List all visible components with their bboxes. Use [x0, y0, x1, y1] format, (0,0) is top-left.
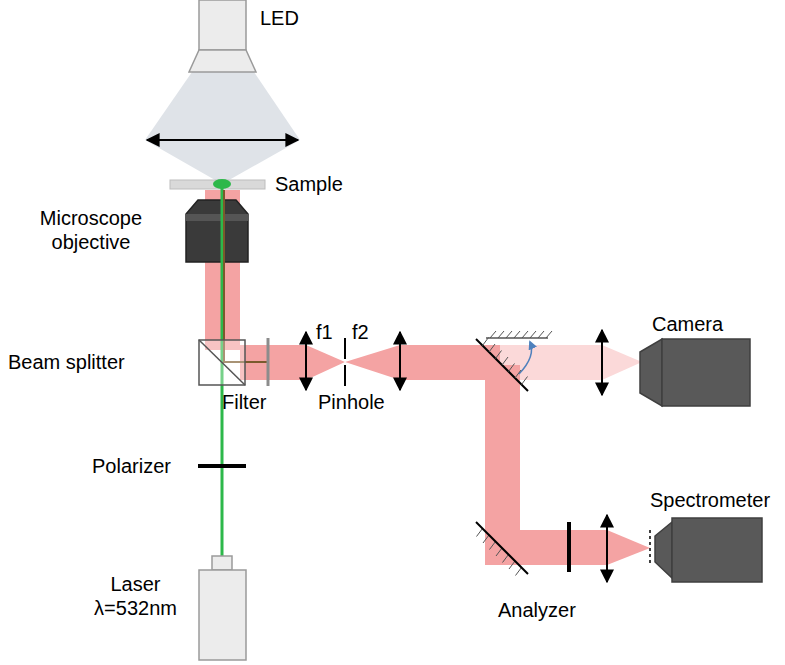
flip-mirror: [476, 339, 528, 391]
raman-beam: [607, 530, 650, 565]
hatch-stroke: [477, 529, 483, 537]
part-label: Microscope objective: [6, 206, 176, 254]
hatch-stroke: [514, 331, 520, 338]
hatch-stroke: [506, 331, 512, 338]
focal-label: f1: [316, 320, 333, 344]
camera-front: [640, 339, 662, 406]
hatch-stroke: [509, 364, 515, 372]
part-label: Camera: [652, 312, 723, 336]
collected-line: [224, 190, 268, 362]
hatch-stroke: [483, 535, 489, 543]
fold-mirror: [476, 522, 528, 574]
hatch-stroke: [509, 561, 515, 569]
hatch-stroke: [490, 331, 496, 338]
sample-slide: [170, 180, 265, 189]
light-cone: [145, 72, 300, 184]
hatch-stroke: [515, 370, 521, 378]
camera-beam: [602, 345, 642, 380]
focal-label: f2: [352, 320, 369, 344]
pinhole: [344, 365, 346, 386]
led-body: [199, 0, 246, 50]
hatch-stroke: [496, 548, 502, 556]
part-label: Analyzer: [498, 598, 576, 622]
hatch-stroke: [489, 344, 495, 352]
part-label: LED: [260, 6, 299, 30]
hatch-stroke: [503, 555, 509, 563]
raman-beam: [345, 345, 400, 380]
part-label: Pinhole: [318, 390, 385, 414]
hatch-stroke: [483, 338, 489, 346]
part-label: Filter: [222, 390, 266, 414]
part-label: Beam splitter: [8, 350, 125, 374]
spectrometer-lens: [606, 515, 608, 582]
part-label: Sample: [275, 172, 343, 196]
hatch-stroke: [496, 351, 502, 359]
laser-aperture: [212, 556, 232, 570]
beam-splitter: [199, 340, 245, 385]
splitter-diagonal: [199, 340, 245, 385]
hatch-stroke: [522, 331, 528, 338]
part-label: Polarizer: [92, 454, 171, 478]
entrance-slit: [649, 530, 651, 566]
filter: [267, 338, 270, 386]
hatch-stroke: [516, 568, 522, 576]
hatch-stroke: [538, 331, 544, 338]
spectrometer-front: [655, 522, 672, 578]
part-label: Laser λ=532nm: [78, 572, 193, 620]
led-head: [189, 50, 256, 72]
part-label: Spectrometer: [650, 488, 770, 512]
objective-band: [186, 214, 248, 221]
laser-body: [199, 570, 246, 660]
hatch-stroke: [498, 331, 504, 338]
spectrometer-body: [672, 518, 762, 582]
lens-f1: [305, 332, 307, 390]
camera-body: [662, 339, 750, 406]
objective: [186, 200, 248, 262]
lens-f2: [399, 332, 401, 390]
raman-beam: [485, 530, 607, 565]
mirror-hatching: [477, 331, 553, 576]
hatch-stroke: [502, 357, 508, 365]
raman-beam: [485, 365, 520, 548]
hatch-stroke: [530, 331, 536, 338]
condenser-lens: [147, 139, 298, 141]
analyzer: [567, 522, 571, 572]
pinhole: [344, 338, 346, 359]
hatch-stroke: [546, 331, 552, 338]
hatch-stroke: [522, 377, 528, 385]
camera-lens: [601, 330, 603, 395]
flip-arrow: [519, 342, 532, 374]
hatch-stroke: [490, 542, 496, 550]
raman-beam: [306, 345, 345, 380]
polarizer: [198, 464, 246, 468]
